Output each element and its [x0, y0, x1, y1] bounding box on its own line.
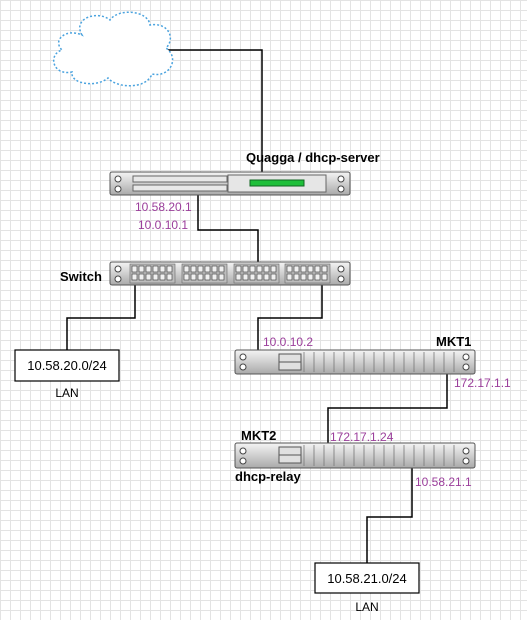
- switch-port: [131, 273, 138, 281]
- server-ip1-label: 10.58.20.1: [135, 200, 192, 214]
- switch-port: [263, 265, 270, 273]
- mkt1-label: MKT1: [436, 334, 471, 349]
- links: [66, 49, 448, 563]
- switch-port: [145, 273, 152, 281]
- switch-port: [307, 265, 314, 273]
- mkt1-ports: [303, 352, 455, 372]
- mkt2-ports: [303, 445, 455, 466]
- lan1-subnet: 10.58.20.0/24: [27, 358, 107, 373]
- lan1-box: [14, 349, 120, 382]
- link-switch-mkt1: [257, 285, 323, 350]
- mkt1-ip-link-label: 172.17.1.1: [454, 376, 511, 390]
- switch-port: [131, 265, 138, 273]
- server-device: [109, 171, 351, 196]
- link-switch-lan1: [66, 285, 136, 350]
- switch-port: [249, 265, 256, 273]
- cloud-icon: [52, 11, 174, 87]
- switch-port: [235, 273, 242, 281]
- switch-port: [286, 273, 293, 281]
- switch-port: [235, 265, 242, 273]
- mkt2-device: [234, 442, 476, 469]
- switch-port: [270, 273, 277, 281]
- switch-port: [152, 265, 159, 273]
- server-label: Quagga / dhcp-server: [246, 150, 380, 165]
- switch-port: [166, 273, 173, 281]
- switch-port: [242, 265, 249, 273]
- lan2-label: LAN: [355, 600, 378, 614]
- lan1-label: LAN: [55, 386, 78, 400]
- switch-port: [242, 273, 249, 281]
- lan2-subnet: 10.58.21.0/24: [327, 571, 407, 586]
- lan2-box: [314, 562, 420, 594]
- switch-port: [204, 265, 211, 273]
- switch-port: [197, 265, 204, 273]
- switch-port: [256, 265, 263, 273]
- switch-port: [204, 273, 211, 281]
- switch-port: [300, 273, 307, 281]
- switch-port: [321, 273, 328, 281]
- switch-port: [218, 265, 225, 273]
- link-mkt1-mkt2: [327, 374, 448, 443]
- mkt1-ip-switch-label: 10.0.10.2: [263, 335, 313, 349]
- mkt2-ip-link-label: 172.17.1.24: [330, 430, 394, 444]
- switch-port: [286, 265, 293, 273]
- switch-port: [300, 265, 307, 273]
- switch-port: [197, 273, 204, 281]
- switch-port: [183, 265, 190, 273]
- switch-port: [314, 265, 321, 273]
- switch-port: [159, 265, 166, 273]
- switch-port: [159, 273, 166, 281]
- switch-port: [138, 265, 145, 273]
- mkt2-sublabel: dhcp-relay: [235, 469, 302, 484]
- switch-port: [190, 273, 197, 281]
- switch-port: [263, 273, 270, 281]
- link-cloud-server: [165, 49, 263, 172]
- switch-port: [190, 265, 197, 273]
- switch-port: [218, 273, 225, 281]
- switch-port: [314, 273, 321, 281]
- switch-port: [293, 273, 300, 281]
- server-ip2-label: 10.0.10.1: [138, 218, 188, 232]
- switch-port: [293, 265, 300, 273]
- link-server-switch: [197, 195, 259, 262]
- switch-port: [211, 265, 218, 273]
- server-status-led: [249, 179, 305, 187]
- switch-ports: [129, 263, 331, 284]
- mkt1-device: [234, 349, 476, 375]
- mkt2-label: MKT2: [241, 428, 276, 443]
- switch-port: [321, 265, 328, 273]
- switch-port: [256, 273, 263, 281]
- switch-device: [109, 261, 351, 286]
- switch-port: [166, 265, 173, 273]
- mkt2-ip-lan-label: 10.58.21.1: [415, 475, 472, 489]
- switch-port: [270, 265, 277, 273]
- switch-port: [249, 273, 256, 281]
- switch-port: [145, 265, 152, 273]
- switch-label: Switch: [60, 269, 102, 284]
- link-mkt2-lan2: [366, 468, 413, 563]
- switch-port: [152, 273, 159, 281]
- switch-port: [138, 273, 145, 281]
- switch-port: [307, 273, 314, 281]
- switch-port: [211, 273, 218, 281]
- switch-port: [183, 273, 190, 281]
